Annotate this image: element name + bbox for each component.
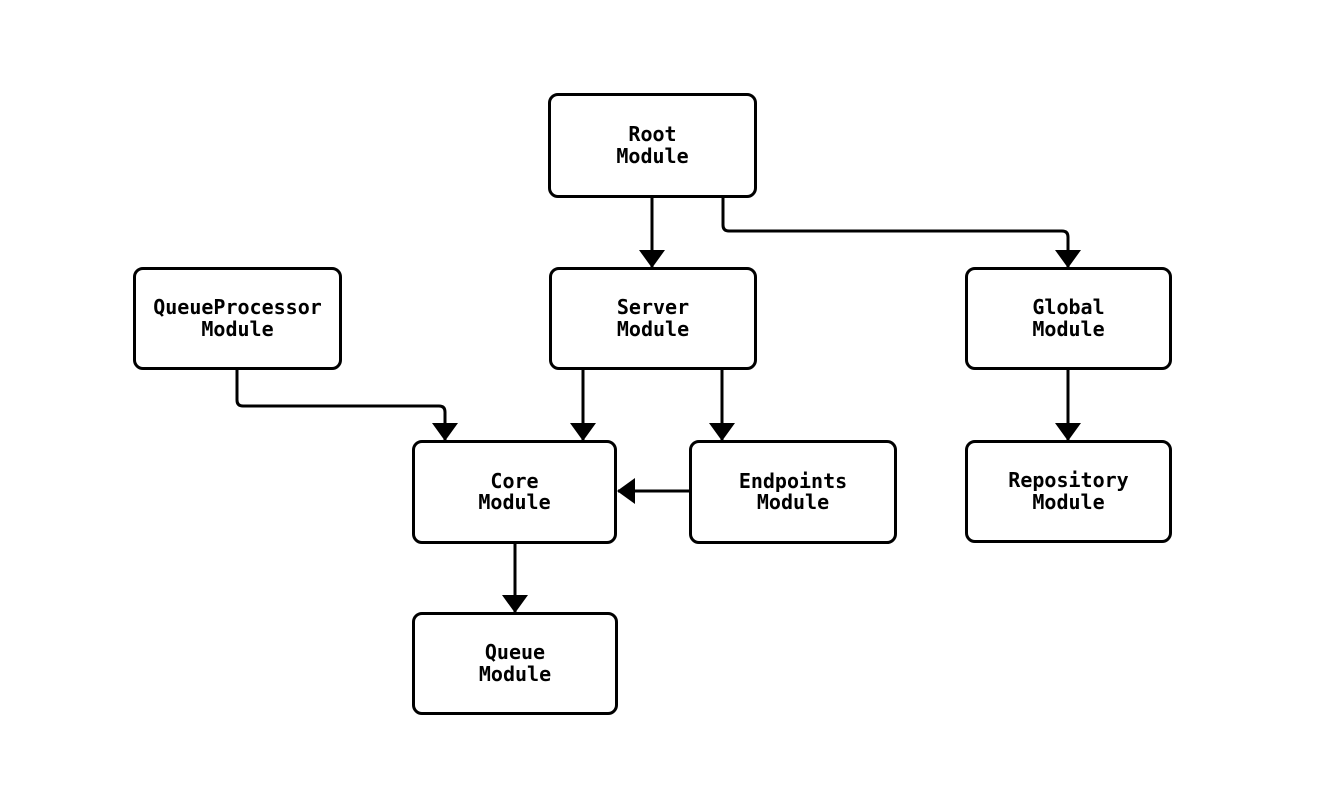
- node-label-line: Queue: [484, 640, 546, 664]
- node-label-line: Core: [490, 468, 539, 493]
- node-queue-module: Queue Module: [412, 612, 618, 715]
- node-root-module: Root Module: [548, 93, 757, 198]
- node-label-line: Module: [756, 490, 830, 514]
- node-label-line: Endpoints: [738, 468, 848, 493]
- node-label-line: Module: [1032, 489, 1105, 514]
- node-queueprocessor-module: QueueProcessor Module: [133, 267, 342, 370]
- edge-root-to-global: [721, 198, 1081, 268]
- node-label-line: Global: [1032, 295, 1105, 319]
- node-label-line: Module: [1032, 316, 1105, 341]
- node-server-module: Server Module: [549, 267, 757, 370]
- node-core-module: Core Module: [412, 440, 617, 544]
- node-label-line: Server: [616, 295, 690, 319]
- node-label-line: QueueProcessor: [153, 295, 322, 319]
- node-global-module: Global Module: [965, 267, 1172, 370]
- node-label-line: Root: [628, 122, 677, 146]
- node-label-line: Module: [616, 316, 690, 341]
- edge-queueprocessor-to-core: [235, 370, 458, 441]
- node-endpoints-module: Endpoints Module: [689, 440, 897, 544]
- node-label-line: Module: [478, 661, 552, 686]
- node-repository-module: Repository Module: [965, 440, 1172, 543]
- node-label-line: Repository: [1008, 468, 1129, 492]
- node-label-line: Module: [616, 143, 689, 168]
- node-label-line: Module: [478, 490, 551, 514]
- node-label-line: Module: [201, 316, 274, 341]
